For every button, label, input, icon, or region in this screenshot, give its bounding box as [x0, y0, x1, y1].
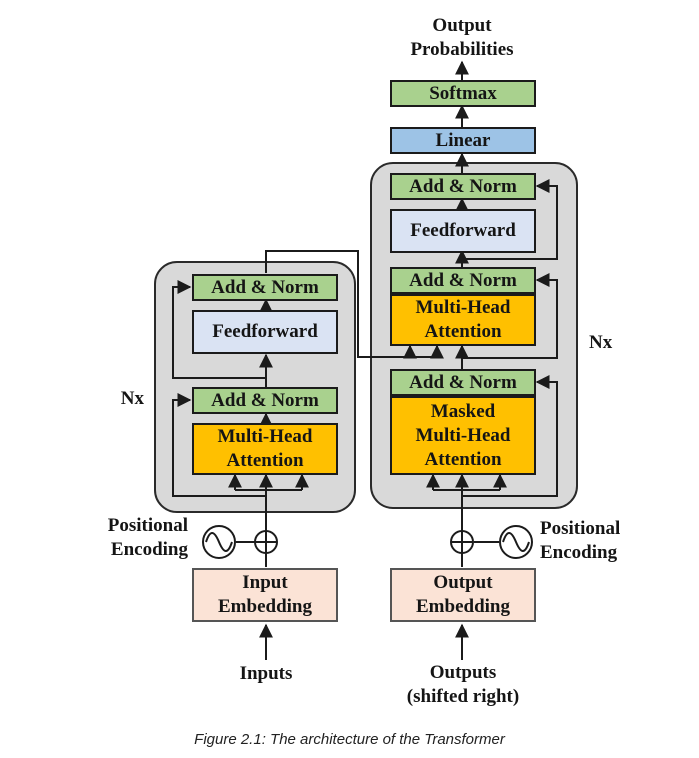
- decoder-cross-attention: Multi-Head Attention: [390, 294, 536, 346]
- decoder-add-norm-top: Add & Norm: [390, 173, 536, 200]
- encoder-feedforward: Feedforward: [192, 310, 338, 354]
- encoder-sine-wave-icon: [202, 525, 236, 559]
- input-embedding: Input Embedding: [192, 568, 338, 622]
- output-embedding: Output Embedding: [390, 568, 536, 622]
- connectors: [172, 60, 558, 660]
- decoder-add-norm-middle: Add & Norm: [390, 267, 536, 294]
- decoder-feedforward: Feedforward: [390, 209, 536, 253]
- decoder-masked-multi-head-attention: Masked Multi-Head Attention: [390, 396, 536, 475]
- figure-caption: Figure 2.1: The architecture of the Tran…: [194, 731, 505, 748]
- encoder-repeat-label: Nx: [120, 388, 144, 409]
- decoder-sine-wave-icon: [499, 525, 533, 559]
- encoder-multi-head-attention: Multi-Head Attention: [192, 423, 338, 475]
- encoder-positional-encoding-label: Positional Encoding: [107, 515, 188, 560]
- decoder-add-norm-bottom: Add & Norm: [390, 369, 536, 396]
- softmax-block: Softmax: [390, 80, 536, 107]
- decoder-repeat-label: Nx: [589, 332, 613, 353]
- output-probabilities-label: Output Probabilities: [410, 15, 514, 60]
- decoder-plus-circle-icon: [450, 530, 474, 554]
- encoder-add-norm-top: Add & Norm: [192, 274, 338, 301]
- outputs-shifted-right-label: Outputs (shifted right): [406, 662, 520, 707]
- encoder-plus-circle-icon: [254, 530, 278, 554]
- decoder-positional-encoding-label: Positional Encoding: [540, 518, 621, 563]
- encoder-add-norm-bottom: Add & Norm: [192, 387, 338, 414]
- inputs-label: Inputs: [239, 663, 293, 684]
- linear-block: Linear: [390, 127, 536, 154]
